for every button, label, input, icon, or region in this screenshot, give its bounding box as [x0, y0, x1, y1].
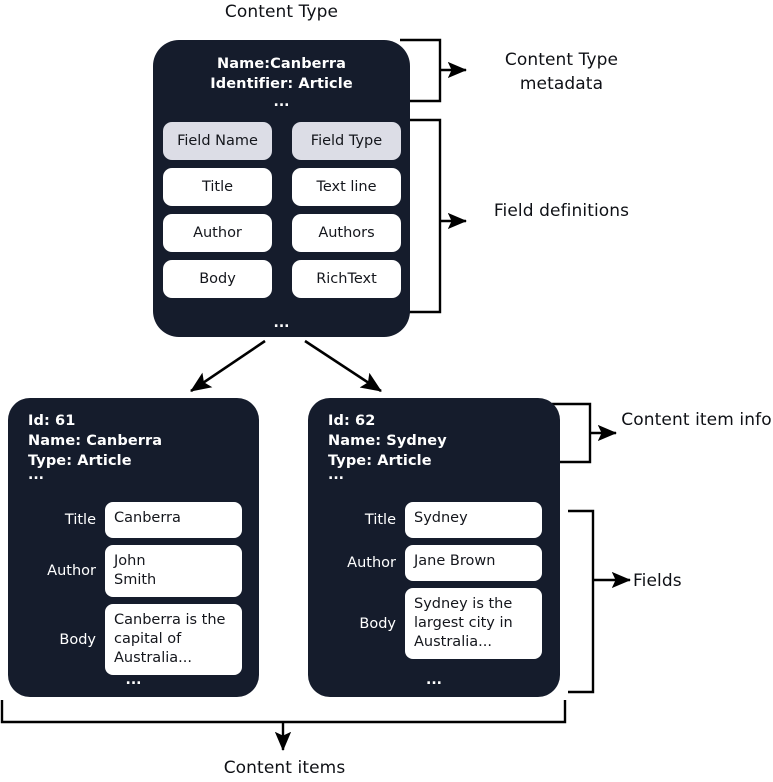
field-type-cell: RichText [292, 260, 401, 298]
field-name-header: Field Name [163, 122, 272, 160]
content-type-name: Name:Canberra [216, 56, 346, 72]
content-item-field-row: Author John Smith [26, 545, 242, 597]
field-label: Title [64, 512, 96, 528]
field-type-cell: Authors [292, 214, 401, 252]
content-item-field-row: Body Sydney is the largest city in Austr… [326, 588, 542, 659]
content-item-info-ellipsis: ... [28, 467, 44, 483]
content-item-info: Id: 62 Name: Sydney Type: Article [328, 411, 447, 471]
content-item-fields: Title Sydney Author Jane Brown Body Sydn… [326, 502, 542, 666]
content-item-card-canberra: Id: 61 Name: Canberra Type: Article ... … [8, 398, 259, 697]
field-definitions-header-row: Field Name Field Type [163, 122, 401, 160]
field-name-cell: Title [163, 168, 272, 206]
content-type-metadata-ellipsis: ... [273, 94, 290, 110]
content-item-field-row: Author Jane Brown [326, 545, 542, 581]
content-item-field-row: Body Canberra is the capital of Australi… [26, 604, 242, 675]
content-item-name: Name: Canberra [28, 433, 163, 449]
field-label: Body [359, 615, 396, 632]
field-definitions-ellipsis: ... [273, 315, 290, 331]
field-name-cell: Author [163, 214, 272, 252]
bracket-content-item-info [552, 402, 617, 464]
content-item-type: Type: Article [328, 453, 432, 469]
content-items-caption: Content items [223, 758, 346, 778]
annotation-content-item-info: Content item info [621, 410, 772, 430]
content-item-name: Name: Sydney [328, 433, 447, 449]
content-item-card-sydney: Id: 62 Name: Sydney Type: Article ... Ti… [308, 398, 560, 697]
content-type-card: Name:Canberra Identifier: Article ... Fi… [153, 40, 410, 337]
content-item-field-row: Title Canberra [26, 502, 242, 538]
field-value: Sydney [405, 502, 542, 538]
content-item-id: Id: 62 [328, 413, 376, 429]
field-type-header: Field Type [292, 122, 401, 160]
field-value: Canberra is the capital of Australia... [105, 604, 242, 675]
content-item-fields-ellipsis: ... [426, 672, 442, 688]
bracket-fields [568, 509, 631, 694]
field-label: Author [47, 563, 96, 579]
content-type-caption: Content Type [224, 2, 339, 22]
arrow-to-content-item-1 [190, 339, 266, 393]
field-name-cell: Body [163, 260, 272, 298]
field-definition-row: Author Authors [163, 214, 401, 252]
annotation-field-definitions: Field definitions [493, 201, 630, 221]
arrow-to-content-item-2 [304, 339, 382, 393]
field-label: Title [364, 512, 396, 528]
field-value: John Smith [105, 545, 242, 597]
field-value: Jane Brown [405, 545, 542, 581]
field-type-cell: Text line [292, 168, 401, 206]
content-type-identifier: Identifier: Article [210, 76, 353, 92]
field-value: Sydney is the largest city in Australia.… [405, 588, 542, 659]
annotation-fields: Fields [633, 571, 682, 591]
field-value: Canberra [105, 502, 242, 538]
content-item-fields-ellipsis: ... [125, 672, 142, 688]
content-item-info: Id: 61 Name: Canberra Type: Article [28, 411, 162, 471]
field-label: Body [59, 631, 96, 648]
content-item-field-row: Title Sydney [326, 502, 542, 538]
field-definition-row: Title Text line [163, 168, 401, 206]
content-item-type: Type: Article [28, 453, 132, 469]
field-definitions-table: Field Name Field Type Title Text line Au… [163, 122, 401, 306]
bracket-content-items [0, 700, 567, 751]
content-type-metadata: Name:Canberra Identifier: Article [153, 54, 410, 94]
field-definition-row: Body RichText [163, 260, 401, 298]
field-label: Author [347, 555, 396, 571]
content-item-fields: Title Canberra Author John Smith Body Ca… [26, 502, 242, 682]
content-item-info-ellipsis: ... [328, 467, 344, 483]
content-item-id: Id: 61 [28, 413, 76, 429]
annotation-content-type-metadata: Content Type metadata [504, 50, 619, 94]
